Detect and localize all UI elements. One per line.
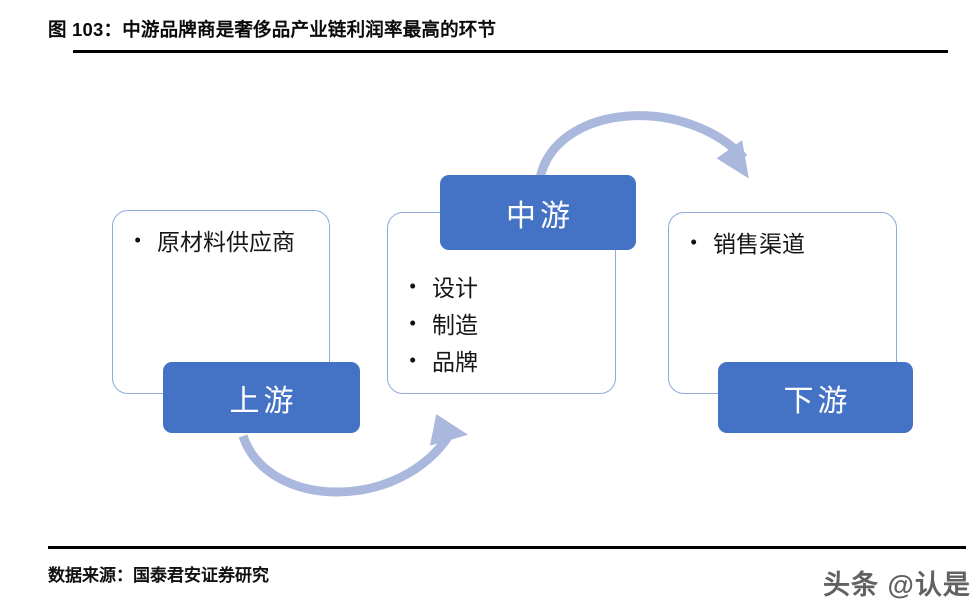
downstream-item-list: 销售渠道 (687, 228, 887, 266)
watermark: 头条 @认是 (823, 570, 971, 600)
upstream-item-list: 原材料供应商 (131, 226, 319, 264)
arrow-midstream-to-downstream (535, 111, 749, 180)
list-item: 品牌 (406, 346, 602, 378)
midstream-item-list: 设计 制造 品牌 (406, 272, 602, 384)
midstream-stage-chip: 中游 (440, 175, 636, 250)
list-item: 原材料供应商 (131, 226, 319, 258)
downstream-stage-chip: 下游 (718, 362, 913, 433)
source-note: 数据来源：国泰君安证券研究 (48, 566, 269, 585)
value-chain-diagram: 原材料供应商 上游 设计 制造 品牌 中游 销售渠道 下游 (0, 60, 977, 540)
header-divider (73, 50, 948, 53)
list-item: 设计 (406, 272, 602, 304)
footer-divider (48, 546, 966, 549)
list-item: 销售渠道 (687, 228, 887, 260)
upstream-stage-chip: 上游 (163, 362, 360, 433)
list-item: 制造 (406, 309, 602, 341)
figure-title: 图 103：中游品牌商是奢侈品产业链利润率最高的环节 (48, 19, 497, 40)
arrow-layer (238, 111, 749, 497)
arrow-upstream-to-midstream (238, 414, 469, 497)
